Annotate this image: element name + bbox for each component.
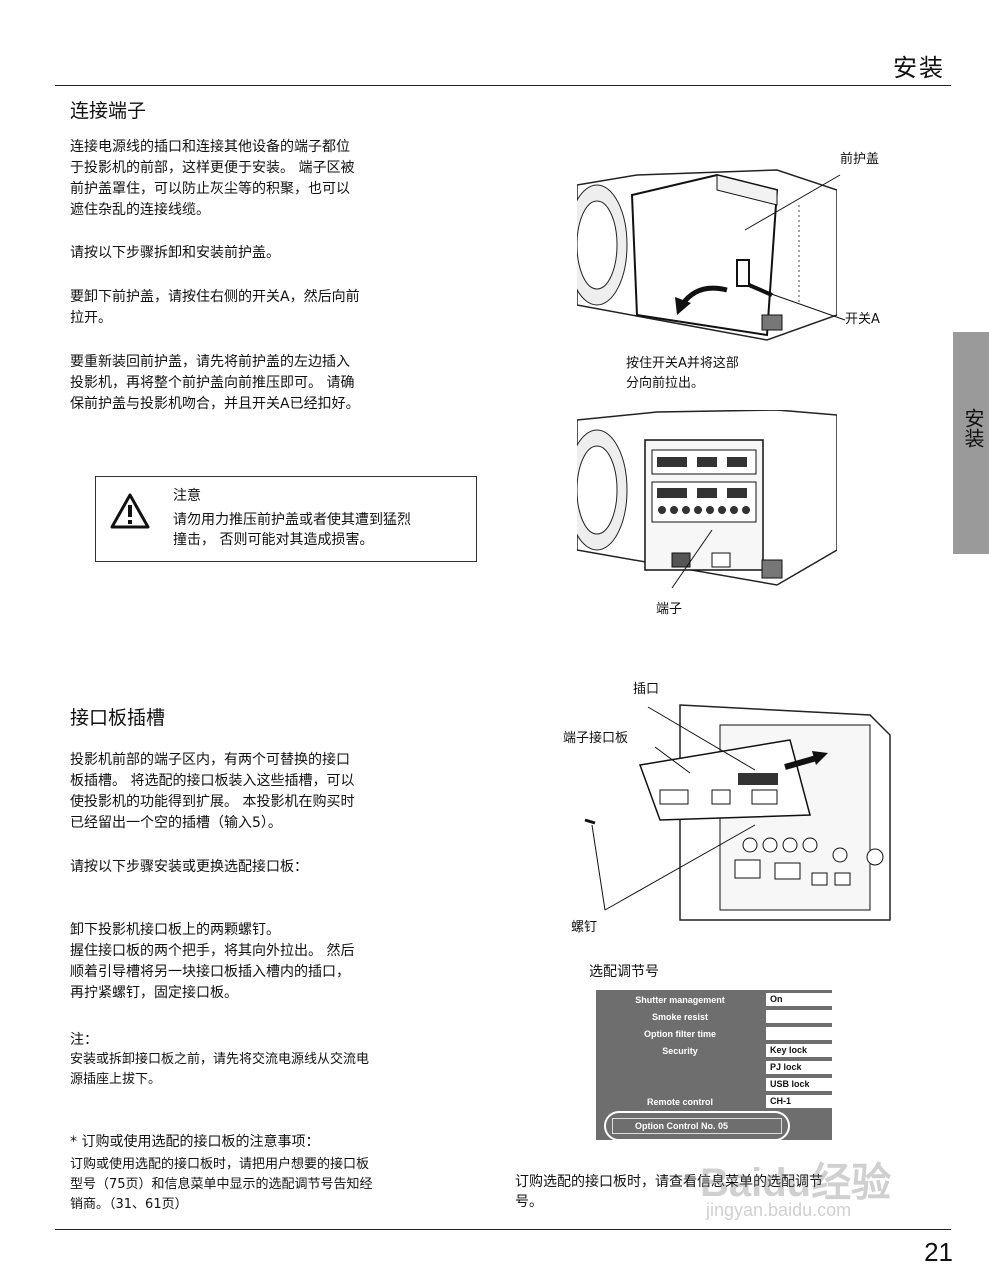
side-chapter-tab: 安装 bbox=[953, 332, 989, 554]
page-header-title: 安装 bbox=[893, 54, 945, 82]
section-heading-slots: 接口板插槽 bbox=[70, 707, 166, 729]
order-note-title: * 订购或使用选配的接口板的注意事项： bbox=[70, 1134, 320, 1150]
menu-figure-title: 选配调节号 bbox=[589, 964, 659, 980]
menu-figure-caption: 订购选配的接口板时，请查看信息菜单的选配调节 号。 bbox=[515, 1174, 823, 1210]
option-control-highlight bbox=[604, 1111, 790, 1141]
menu-row-label: Shutter management bbox=[635, 995, 725, 1005]
interface-board-illustration bbox=[584, 704, 891, 921]
menu-row-value: USB lock bbox=[766, 1078, 832, 1091]
section2-paragraph-1: 投影机前部的端子区内，有两个可替换的接口 板插槽。 将选配的接口板装入这些插槽，… bbox=[70, 752, 355, 831]
caution-title: 注意 bbox=[173, 488, 201, 504]
section1-paragraph-1: 连接电源线的插口和连接其他设备的端子都位 于投影机的前部，这样更便于安装。 端子… bbox=[70, 139, 355, 218]
label-screw: 螺钉 bbox=[571, 920, 598, 935]
header-divider bbox=[55, 85, 951, 86]
section2-paragraph-2: 请按以下步骤安装或更换选配接口板： bbox=[70, 859, 308, 875]
caution-box: 注意 请勿用力推压前护盖或者使其遭到猛烈 撞击， 否则可能对其造成损害。 bbox=[95, 476, 477, 562]
figure1-leader-lines bbox=[744, 174, 846, 321]
menu-row-label: Remote control bbox=[646, 1097, 713, 1107]
projector-terminals-illustration bbox=[577, 410, 837, 589]
menu-row: Option filter time bbox=[596, 1026, 832, 1042]
menu-row: Shutter management On bbox=[596, 992, 832, 1008]
section1-paragraph-3: 要卸下前护盖，请按住右侧的开关A，然后向前 拉开。 bbox=[70, 289, 360, 326]
section-heading-terminals: 连接端子 bbox=[70, 100, 147, 122]
menu-row: Remote control CH-1 bbox=[596, 1094, 832, 1110]
footer-divider bbox=[55, 1229, 951, 1230]
page-number: 21 bbox=[924, 1237, 953, 1267]
menu-row-value: On bbox=[766, 993, 832, 1006]
note-text: 安装或拆卸接口板之前，请先将交流电源线从交流电 源插座上拔下。 bbox=[70, 1052, 370, 1087]
menu-row-value: Key lock bbox=[766, 1044, 832, 1057]
menu-row-value bbox=[766, 1027, 832, 1040]
menu-row-label: Smoke resist bbox=[651, 1012, 709, 1022]
section1-paragraph-4: 要重新装回前护盖，请先将前护盖的左边插入 投影机，再将整个前护盖向前推压即可。 … bbox=[70, 354, 360, 412]
menu-row-value: CH-1 bbox=[766, 1095, 832, 1108]
menu-row-value: PJ lock bbox=[766, 1061, 832, 1074]
menu-row-value bbox=[766, 1010, 832, 1023]
menu-row: Security Key lock bbox=[596, 1043, 832, 1059]
menu-row: USB lock bbox=[596, 1077, 832, 1093]
watermark-url: jingyan.baidu.com bbox=[706, 1200, 852, 1220]
label-switch-a: 开关A bbox=[845, 312, 880, 327]
label-socket: 插口 bbox=[633, 682, 660, 697]
menu-row: Smoke resist bbox=[596, 1009, 832, 1025]
menu-row: PJ lock bbox=[596, 1060, 832, 1076]
label-terminals: 端子 bbox=[656, 602, 683, 617]
menu-row-label: Security bbox=[662, 1046, 698, 1056]
order-note-text: 订购或使用选配的接口板时，请把用户想要的接口板 型号（75页）和信息菜单中显示的… bbox=[70, 1157, 373, 1212]
side-tab-label: 安装 bbox=[961, 408, 985, 448]
figure1-caption: 按住开关A并将这部 分向前拉出。 bbox=[626, 356, 739, 391]
watermark-logo: Baidu经验 bbox=[700, 1161, 892, 1205]
option-control-number: Option Control No. 05 bbox=[612, 1118, 782, 1134]
info-menu-screenshot: Shutter management On Smoke resist Optio… bbox=[596, 990, 832, 1140]
section2-paragraph-3: 卸下投影机接口板上的两颗螺钉。 握住接口板的两个把手，将其向外拉出。 然后 顺着… bbox=[70, 922, 355, 1001]
warning-triangle-icon bbox=[110, 493, 150, 529]
menu-row-label: Option filter time bbox=[644, 1029, 716, 1039]
label-front-cover: 前护盖 bbox=[840, 152, 880, 167]
note-title: 注： bbox=[70, 1032, 98, 1048]
section1-paragraph-2: 请按以下步骤拆卸和安装前护盖。 bbox=[70, 245, 280, 261]
label-interface-board: 端子接口板 bbox=[563, 731, 629, 746]
caution-text: 请勿用力推压前护盖或者使其遭到猛烈 撞击， 否则可能对其造成损害。 bbox=[173, 512, 411, 548]
projector-front-cover-illustration bbox=[577, 169, 837, 341]
